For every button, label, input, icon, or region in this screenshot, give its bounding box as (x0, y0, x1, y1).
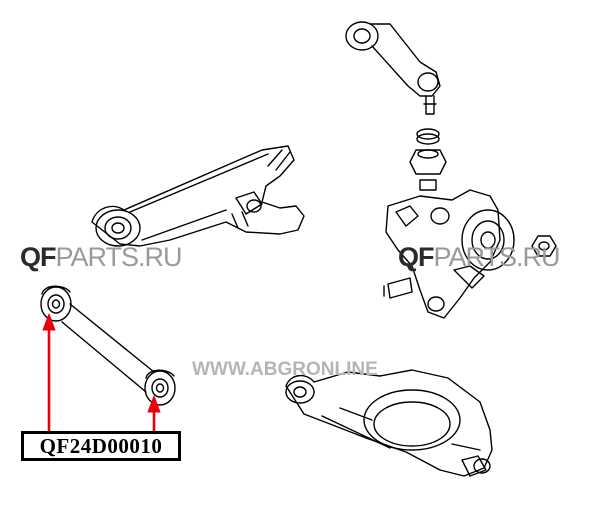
watermark-right-light: PARTS.RU (433, 242, 561, 272)
knuckle-drawing (383, 189, 557, 319)
trailing-arm-drawing (91, 145, 305, 247)
watermark-right: QFPARTS.RU (398, 242, 561, 272)
lateral-link-drawing (40, 285, 176, 406)
upper-link-drawing (345, 21, 441, 115)
watermark-right-strong: QF (398, 242, 434, 272)
part-number: QF24D00010 (39, 433, 163, 458)
watermark-left-strong: QF (20, 242, 56, 272)
watermark-left-light: PARTS.RU (55, 242, 183, 272)
watermark-url: WWW.ABGRONLINE (192, 359, 378, 380)
part-number-box: QF24D00010 (21, 431, 181, 461)
watermark-left: QFPARTS.RU (20, 242, 183, 272)
arrow-icon (42, 313, 161, 438)
bushing-parts-drawing (409, 128, 447, 191)
lower-arm-drawing (285, 369, 493, 477)
